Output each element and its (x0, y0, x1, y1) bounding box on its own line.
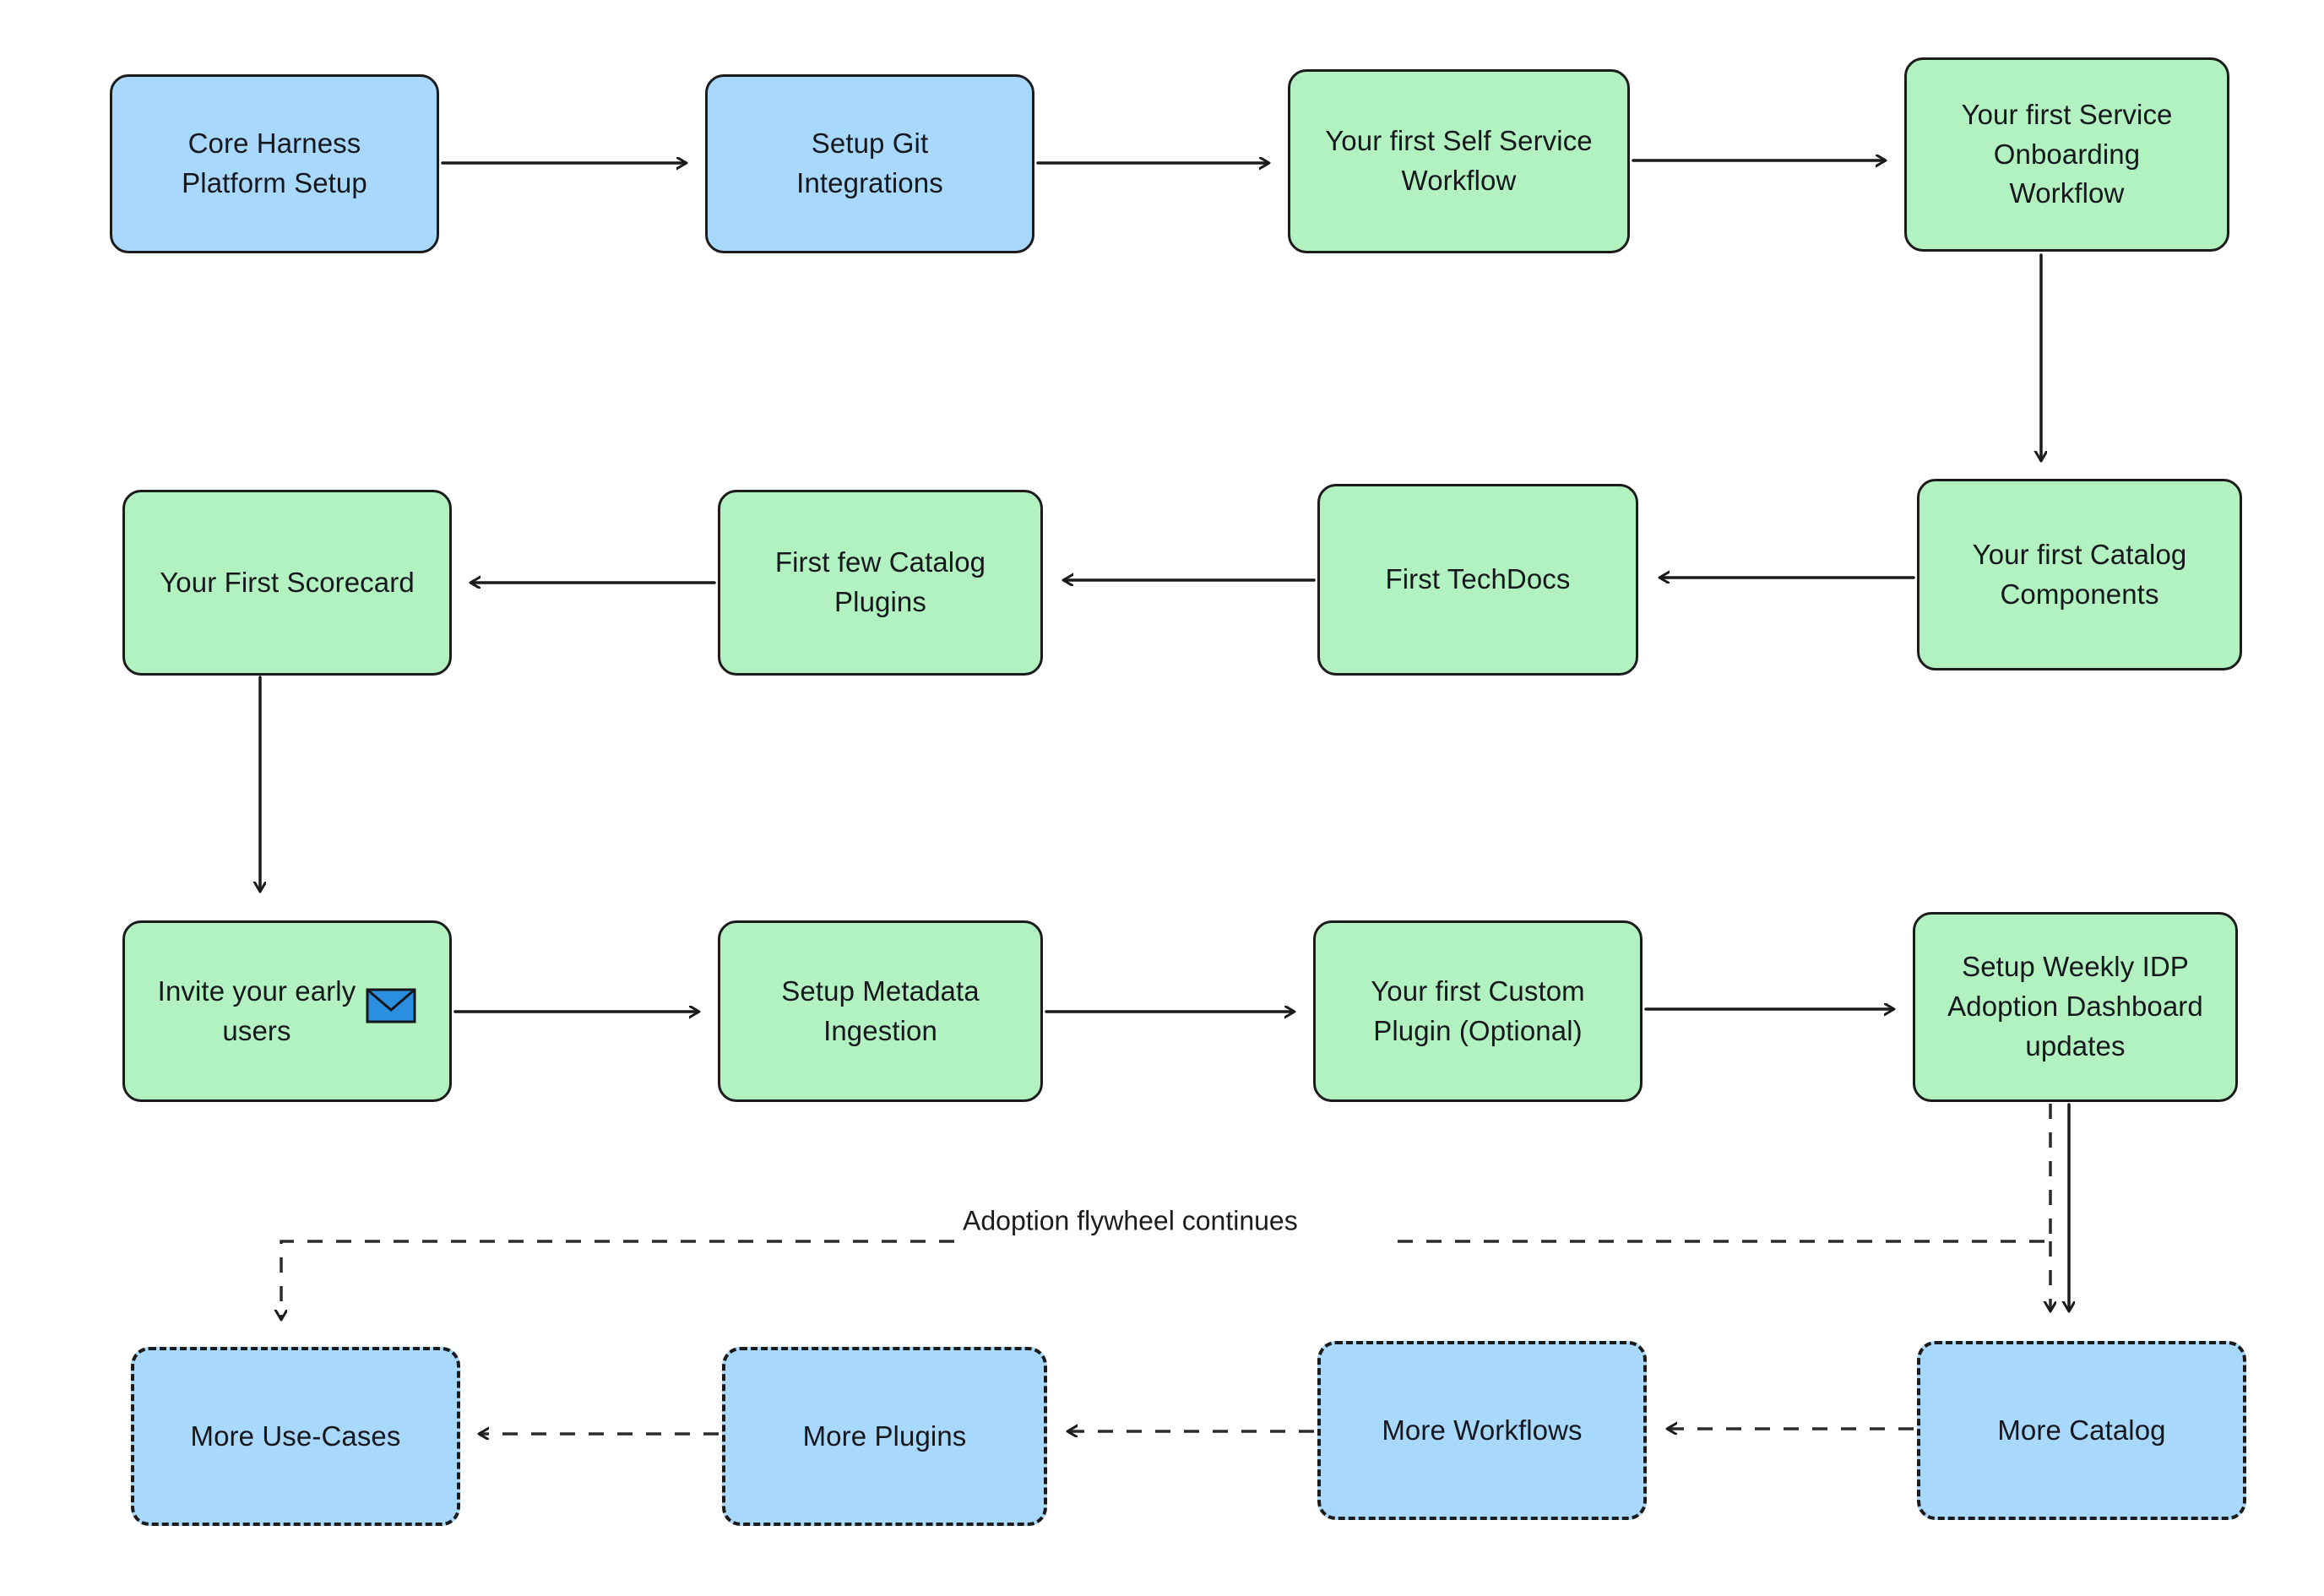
edge-label-adoption-flywheel-continues: Adoption flywheel continues (954, 1205, 1306, 1237)
edge-flywheel-right-segment (1392, 1104, 2052, 1243)
node-label: More Workflows (1382, 1414, 1583, 1446)
node-more-workflows[interactable]: More Workflows (1317, 1341, 1647, 1520)
node-label: More Catalog (1997, 1414, 2166, 1446)
node-more-use-cases[interactable]: More Use-Cases (131, 1347, 460, 1526)
node-your-first-scorecard[interactable]: Your First Scorecard (122, 490, 452, 676)
node-label: Your First Scorecard (160, 566, 415, 598)
node-label: More Plugins (802, 1420, 967, 1452)
edge-flywheel-left-segment (281, 1240, 954, 1319)
envelope-icon (366, 988, 416, 1034)
node-first-techdocs[interactable]: First TechDocs (1317, 484, 1638, 676)
node-more-catalog[interactable]: More Catalog (1917, 1341, 2246, 1520)
node-label: More Use-Cases (190, 1420, 401, 1452)
node-label: First TechDocs (1385, 563, 1571, 595)
node-more-plugins[interactable]: More Plugins (722, 1347, 1047, 1526)
